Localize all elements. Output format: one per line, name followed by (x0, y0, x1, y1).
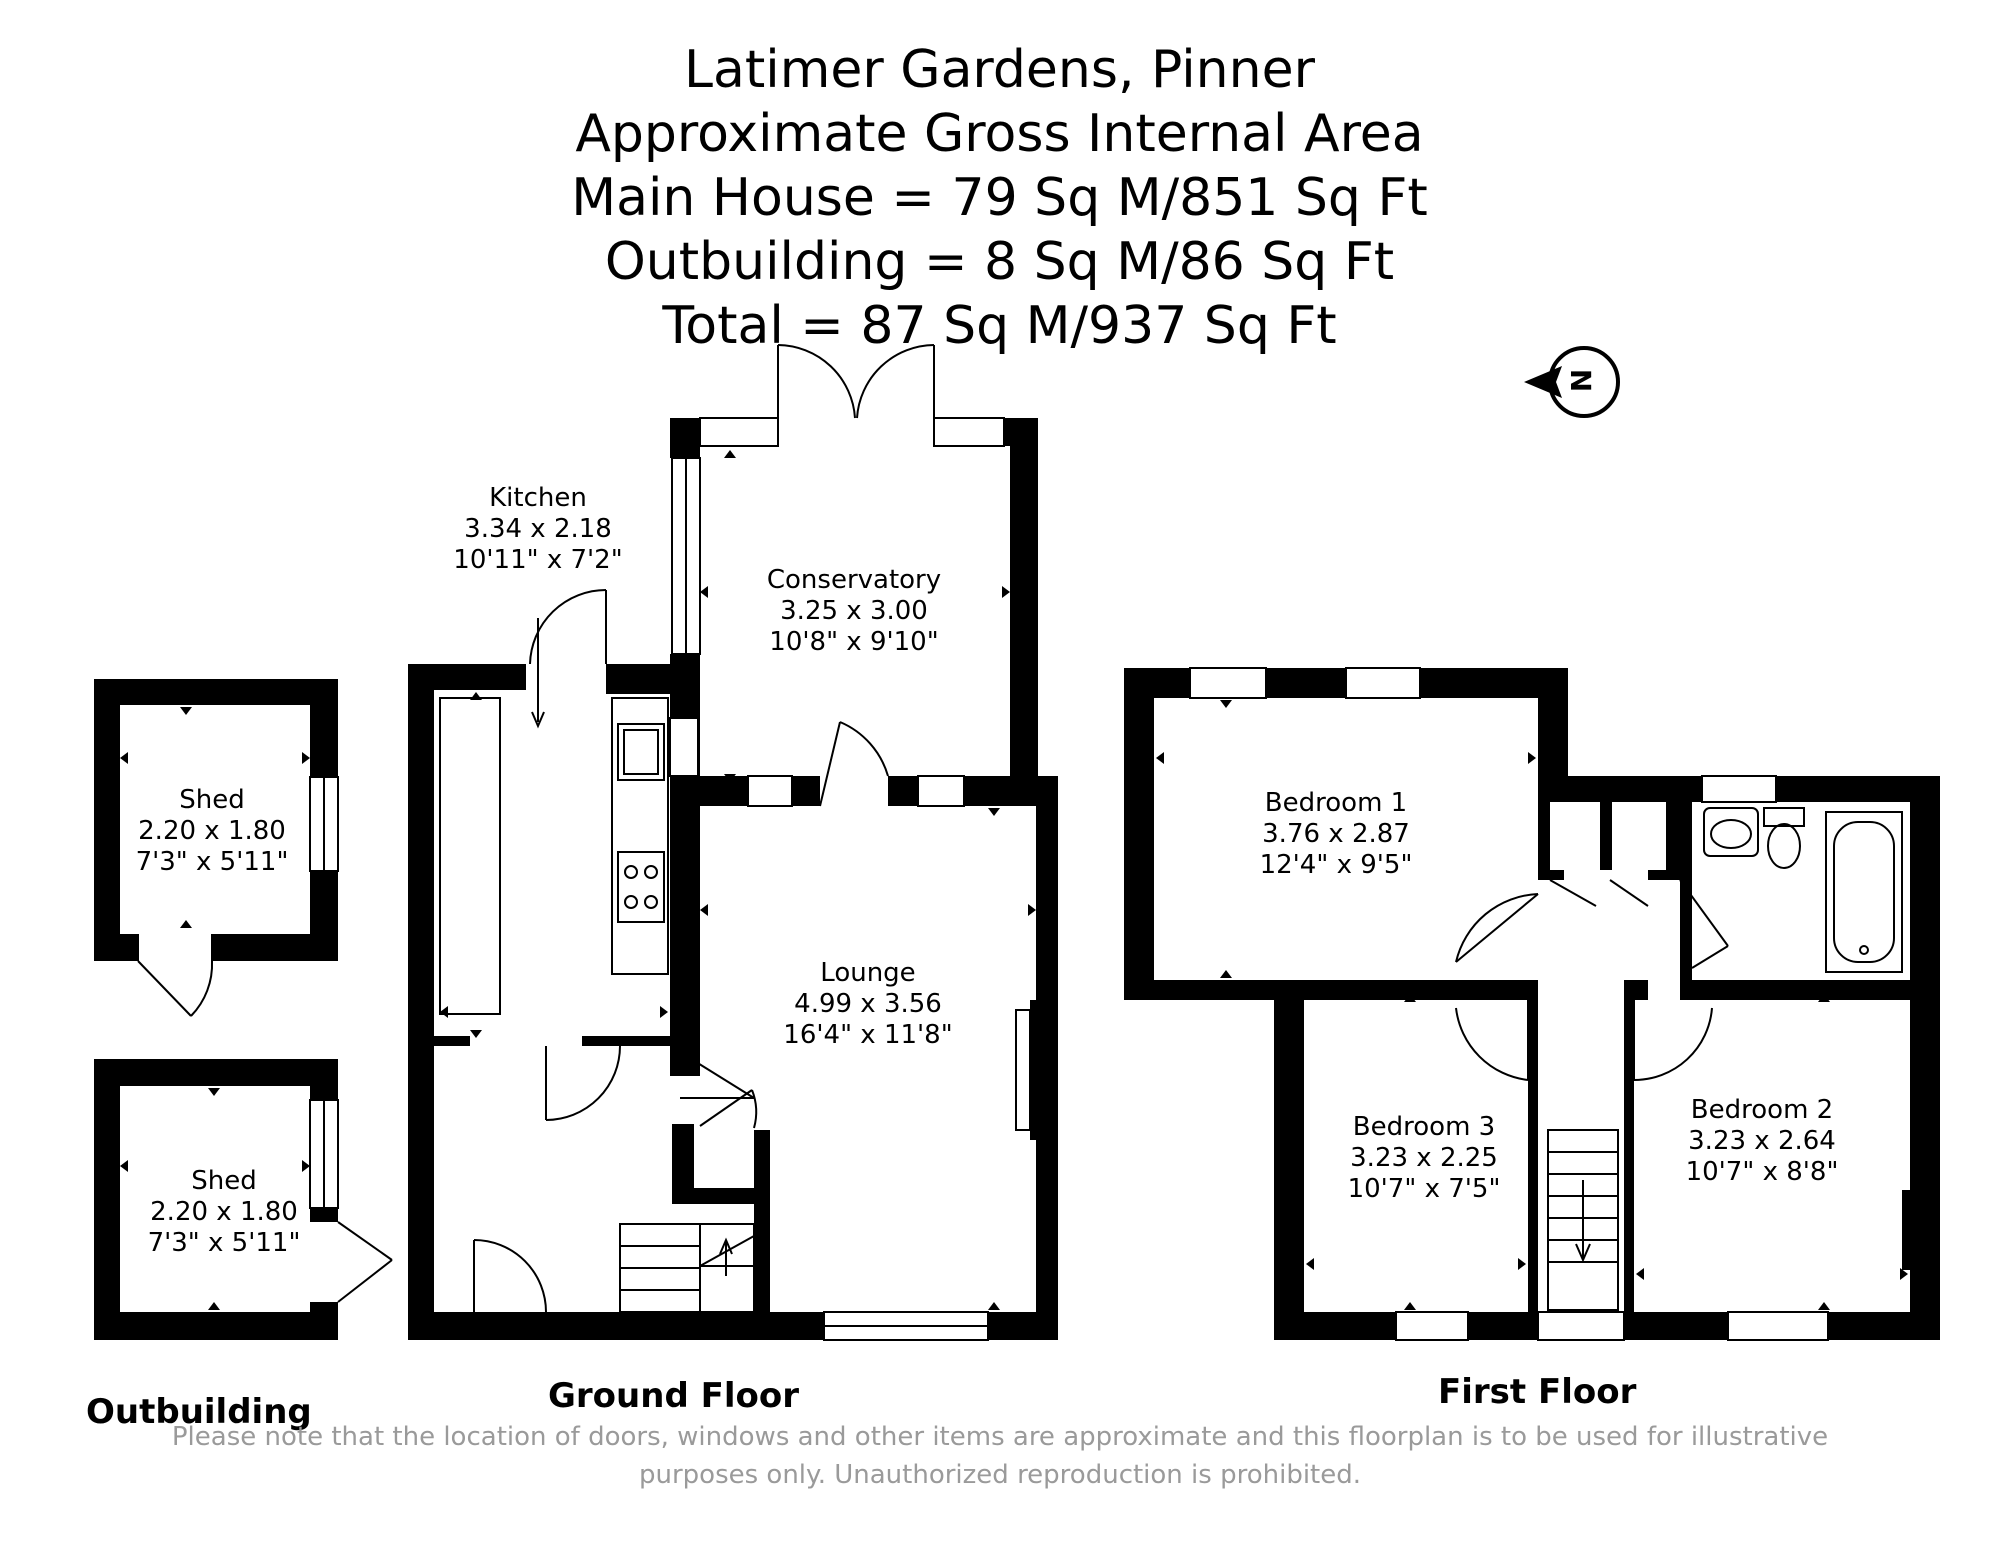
disclaimer-line-2: purposes only. Unauthorized reproduction… (638, 1460, 1362, 1490)
room-metric: 3.76 x 2.87 (1262, 819, 1410, 849)
room-bedroom-1: Bedroom 1 3.76 x 2.87 12'4" x 9'5" (1260, 788, 1413, 881)
room-conservatory: Conservatory 3.25 x 3.00 10'8" x 9'10" (767, 565, 941, 658)
room-kitchen: Kitchen 3.34 x 2.18 10'11" x 7'2" (453, 483, 622, 576)
room-metric: 3.34 x 2.18 (464, 514, 612, 544)
plan-header: Latimer Gardens, Pinner Approximate Gros… (0, 38, 1999, 358)
room-metric: 3.23 x 2.64 (1688, 1126, 1836, 1156)
room-imperial: 10'11" x 7'2" (453, 545, 623, 575)
room-metric: 4.99 x 3.56 (794, 989, 942, 1019)
area-heading: Approximate Gross Internal Area (575, 104, 1424, 164)
room-name: Conservatory (766, 565, 942, 595)
room-metric: 2.20 x 1.80 (138, 816, 286, 846)
floor-label-ground: Ground Floor (548, 1376, 799, 1416)
room-imperial: 10'8" x 9'10" (769, 627, 939, 657)
compass-label: N (1565, 368, 1599, 393)
floor-label-outbuilding: Outbuilding (86, 1392, 312, 1432)
room-name: Bedroom 1 (1264, 788, 1408, 818)
room-name: Lounge (820, 958, 916, 988)
first-floor-details (1156, 667, 1908, 1341)
room-bedroom-3: Bedroom 3 3.23 x 2.25 10'7" x 7'5" (1348, 1112, 1501, 1205)
first-floor-walls (1124, 668, 1940, 1340)
main-house-area: Main House = 79 Sq M/851 Sq Ft (571, 168, 1428, 228)
room-metric: 3.25 x 3.00 (780, 596, 928, 626)
room-shed-2: Shed 2.20 x 1.80 7'3" x 5'11" (148, 1166, 301, 1259)
floor-label-first: First Floor (1438, 1372, 1637, 1412)
room-imperial: 7'3" x 5'11" (147, 1228, 301, 1258)
room-name: Shed (191, 1166, 257, 1196)
shed-2-walls (94, 1059, 393, 1340)
total-area: Total = 87 Sq M/937 Sq Ft (662, 296, 1337, 356)
room-imperial: 12'4" x 9'5" (1259, 850, 1413, 880)
room-lounge: Lounge 4.99 x 3.56 16'4" x 11'8" (783, 958, 952, 1051)
room-name: Bedroom 2 (1690, 1095, 1834, 1125)
north-arrow-icon (1524, 346, 1620, 418)
room-bedroom-2: Bedroom 2 3.23 x 2.64 10'7" x 8'8" (1686, 1095, 1839, 1188)
room-imperial: 7'3" x 5'11" (135, 847, 289, 877)
shed-1-walls (94, 679, 339, 1017)
room-name: Shed (179, 785, 245, 815)
room-name: Kitchen (489, 483, 587, 513)
room-imperial: 10'7" x 8'8" (1685, 1157, 1839, 1187)
ground-floor-details (120, 344, 1036, 1341)
outbuilding-area: Outbuilding = 8 Sq M/86 Sq Ft (604, 232, 1395, 292)
room-metric: 2.20 x 1.80 (150, 1197, 298, 1227)
room-shed-1: Shed 2.20 x 1.80 7'3" x 5'11" (136, 785, 289, 878)
address-title: Latimer Gardens, Pinner (684, 40, 1315, 100)
room-imperial: 10'7" x 7'5" (1347, 1174, 1501, 1204)
room-imperial: 16'4" x 11'8" (783, 1020, 953, 1050)
disclaimer-line-1: Please note that the location of doors, … (171, 1422, 1829, 1452)
disclaimer: Please note that the location of doors, … (60, 1418, 1940, 1494)
room-metric: 3.23 x 2.25 (1350, 1143, 1498, 1173)
room-name: Bedroom 3 (1352, 1112, 1496, 1142)
